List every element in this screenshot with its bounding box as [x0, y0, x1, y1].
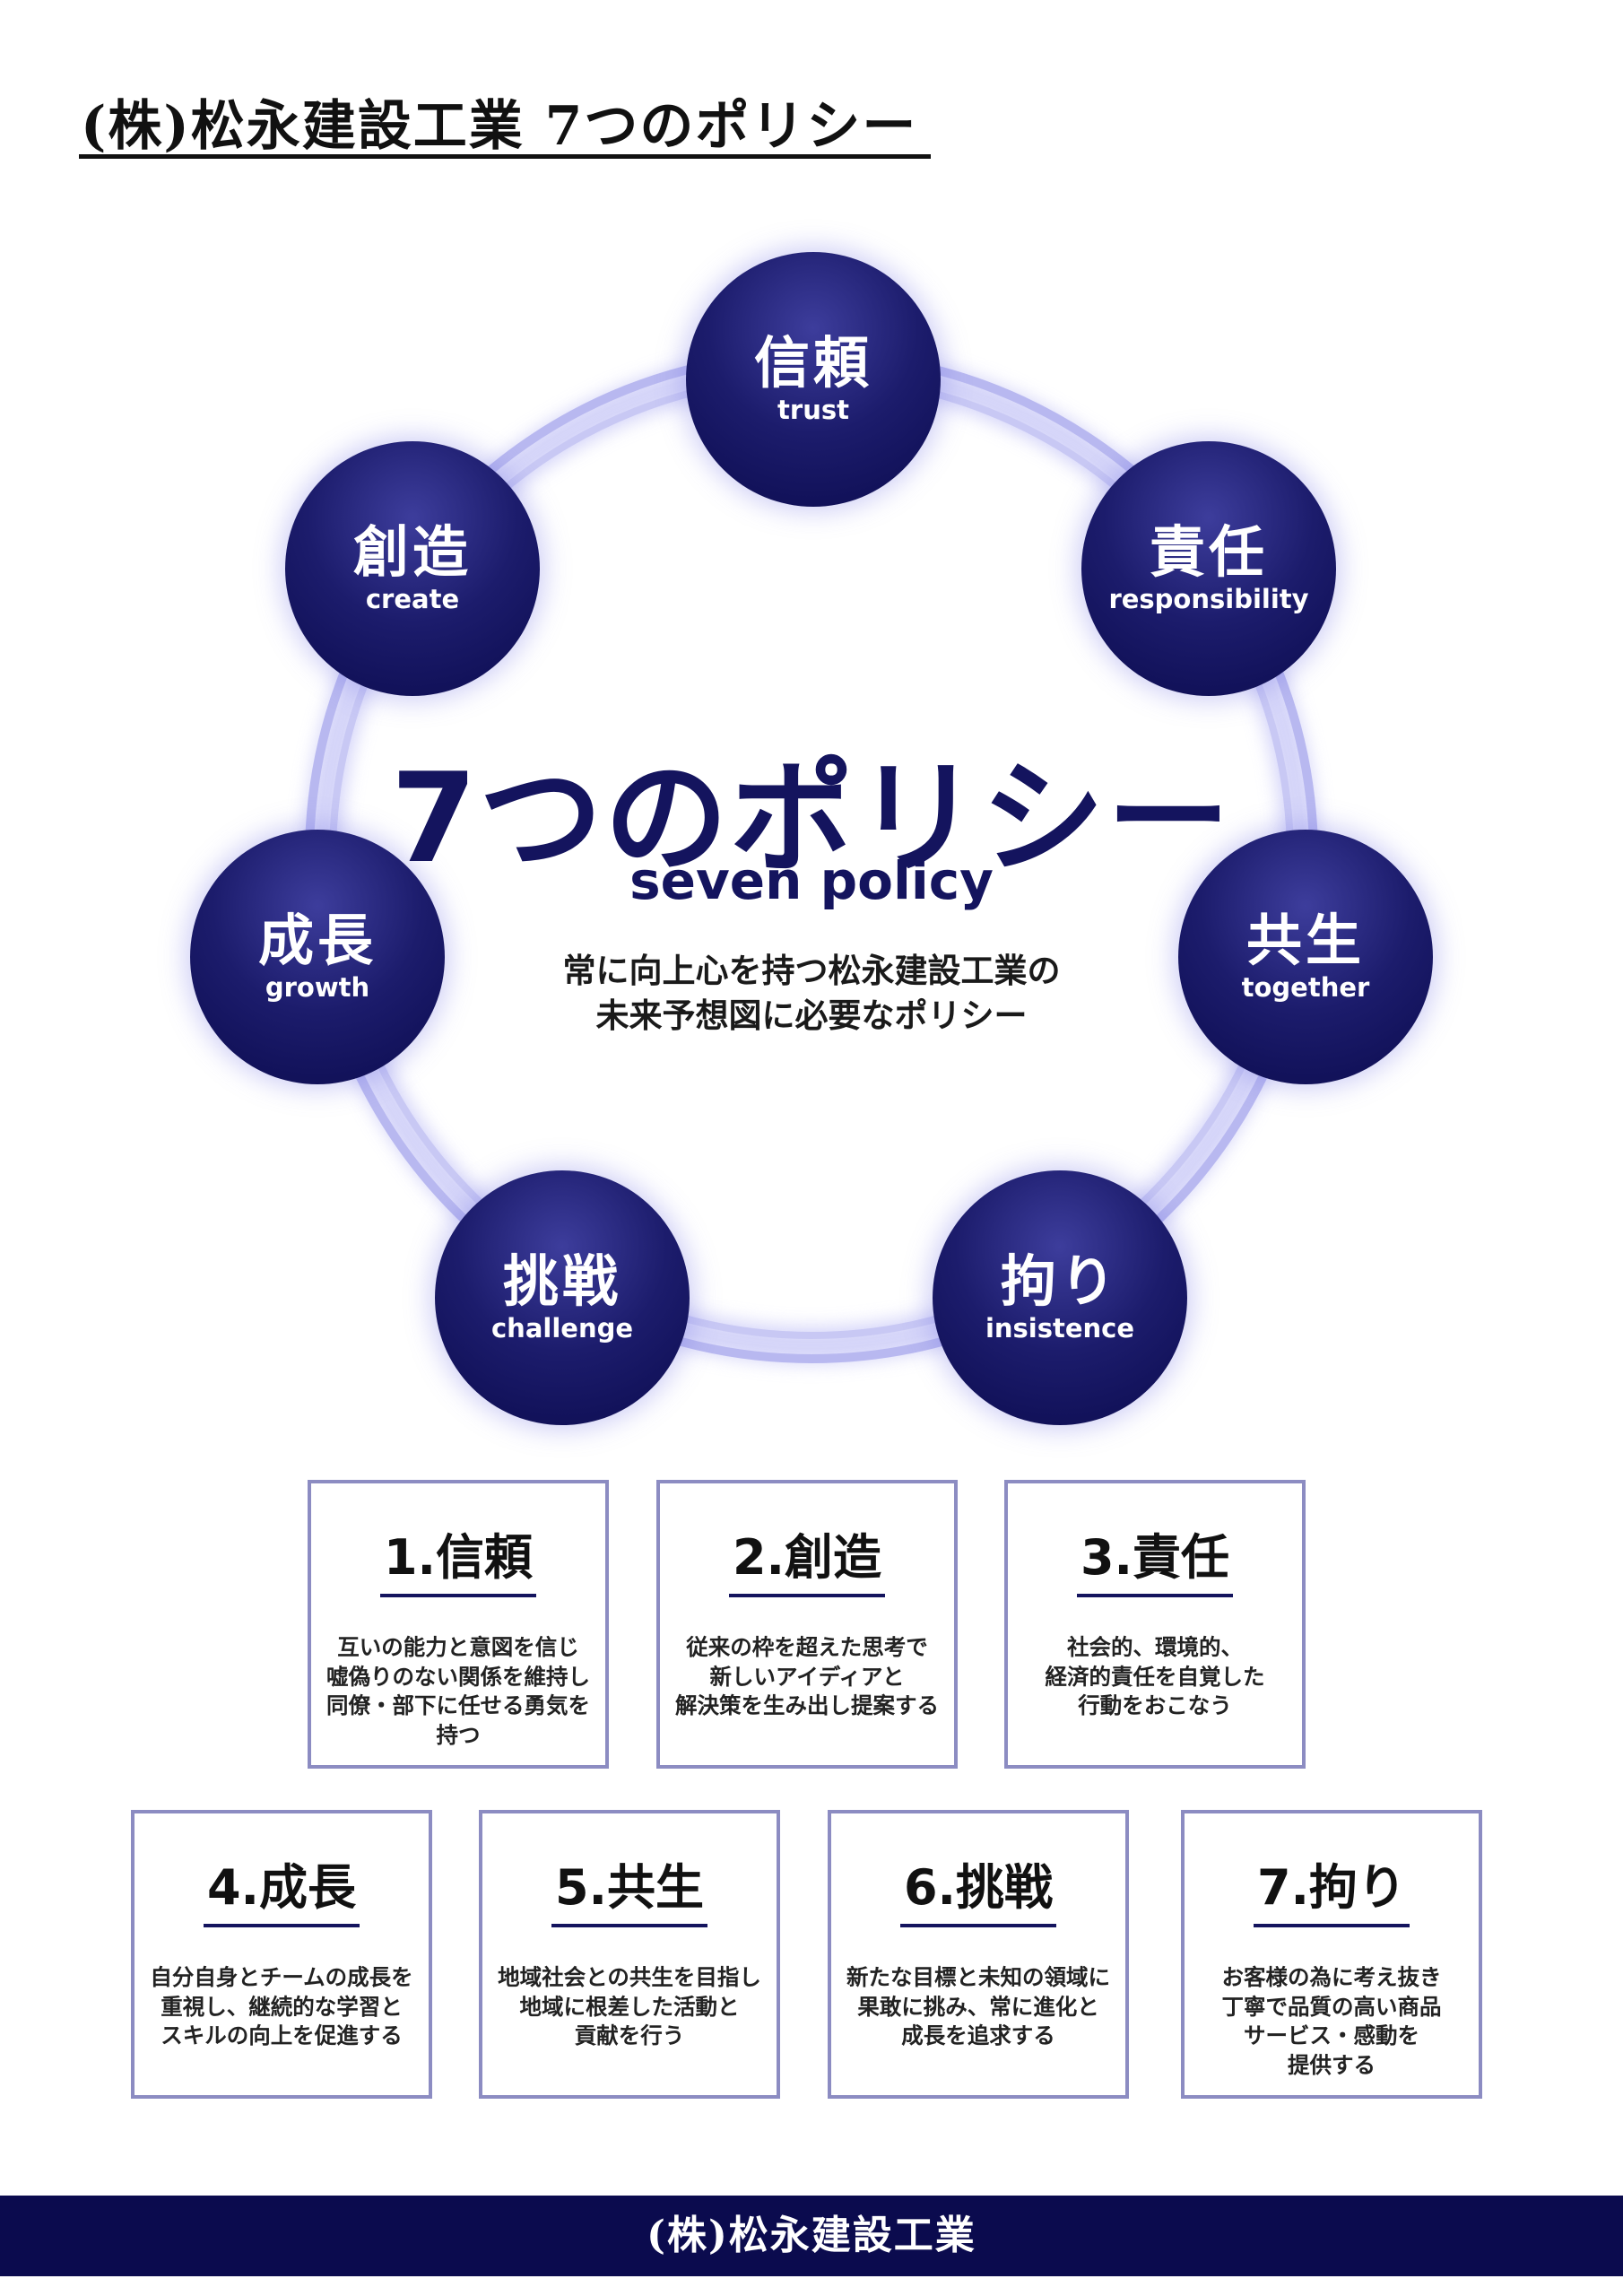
node-en: growth	[265, 971, 370, 1003]
card-line: 新しいアイディアと	[709, 1663, 905, 1690]
card-line: 経済的責任を自覚した	[1045, 1663, 1265, 1690]
card-line: 嘘偽りのない関係を維持し	[326, 1663, 590, 1690]
card-line: 解決策を生み出し提案する	[675, 1692, 939, 1719]
card-line: お客様の為に考え抜き	[1221, 1964, 1442, 1990]
diagram-subtitle: seven policy	[629, 850, 994, 911]
policy-card-challenge: 6.挑戦 新たな目標と未知の領域に 果敢に挑み、常に進化と 成長を追求する	[828, 1810, 1129, 2099]
node-trust: 信頼 trust	[686, 252, 941, 507]
card-line: 成長を追求する	[901, 2022, 1055, 2049]
card-line: サービス・感動を	[1244, 2022, 1419, 2049]
card-line: 行動をおこなう	[1078, 1692, 1232, 1719]
card-title: 4.成長	[203, 1848, 360, 1927]
diagram-title: 7つのポリシー	[390, 746, 1233, 891]
node-insistence: 拘り insistence	[933, 1170, 1187, 1425]
card-line: 果敢に挑み、常に進化と	[857, 1993, 1099, 2020]
node-jp: 責任	[1149, 519, 1268, 586]
card-title: 7.拘り	[1253, 1848, 1410, 1927]
card-body: 従来の枠を超えた思考で 新しいアイディアと 解決策を生み出し提案する	[664, 1633, 950, 1721]
card-body: 互いの能力と意図を信じ 嘘偽りのない関係を維持し 同僚・部下に任せる勇気を 持つ	[315, 1633, 602, 1750]
node-en: responsibility	[1108, 583, 1309, 614]
card-line: 地域に根差した活動と	[519, 1993, 740, 2020]
description-line: 常に向上心を持つ松永建設工業の	[562, 952, 1061, 990]
card-line: スキルの向上を促進する	[161, 2022, 403, 2049]
card-line: 自分自身とチームの成長を	[150, 1964, 413, 1990]
card-title: 1.信頼	[379, 1518, 537, 1597]
policy-card-trust: 1.信頼 互いの能力と意図を信じ 嘘偽りのない関係を維持し 同僚・部下に任せる勇…	[308, 1480, 609, 1769]
description-line: 未来予想図に必要なポリシー	[595, 996, 1028, 1035]
node-en: together	[1241, 971, 1370, 1003]
card-line: 従来の枠を超えた思考で	[686, 1634, 928, 1660]
node-growth: 成長 growth	[190, 830, 445, 1084]
policy-card-insistence: 7.拘り お客様の為に考え抜き 丁寧で品質の高い商品 サービス・感動を 提供する	[1181, 1810, 1482, 2099]
node-en: create	[365, 583, 460, 614]
card-line: 同僚・部下に任せる勇気を	[326, 1692, 590, 1719]
node-responsibility: 責任 responsibility	[1081, 441, 1336, 696]
card-body: お客様の為に考え抜き 丁寧で品質の高い商品 サービス・感動を 提供する	[1188, 1963, 1475, 2080]
card-body: 地域社会との共生を目指し 地域に根差した活動と 貢献を行う	[486, 1963, 773, 2051]
card-line: 貢献を行う	[574, 2022, 685, 2049]
card-line: 丁寧で品質の高い商品	[1221, 1993, 1442, 2020]
card-title: 3.責任	[1076, 1518, 1234, 1597]
page-title: (株)松永建設工業 7つのポリシー	[81, 95, 918, 158]
card-line: 提供する	[1288, 2051, 1376, 2078]
policy-card-responsibility: 3.責任 社会的、環境的、 経済的責任を自覚した 行動をおこなう	[1004, 1480, 1306, 1769]
node-together: 共生 together	[1178, 830, 1433, 1084]
card-line: 新たな目標と未知の領域に	[846, 1964, 1110, 1990]
policy-card-growth: 4.成長 自分自身とチームの成長を 重視し、継続的な学習と スキルの向上を促進す…	[131, 1810, 432, 2099]
node-jp: 成長	[257, 908, 377, 974]
node-create: 創造 create	[285, 441, 540, 696]
node-jp: 拘り	[1000, 1248, 1119, 1315]
node-jp: 共生	[1245, 908, 1365, 974]
node-jp: 信頼	[753, 330, 872, 396]
card-title: 5.共生	[551, 1848, 708, 1927]
card-line: 互いの能力と意図を信じ	[337, 1634, 579, 1660]
card-line: 重視し、継続的な学習と	[161, 1993, 403, 2020]
card-body: 新たな目標と未知の領域に 果敢に挑み、常に進化と 成長を追求する	[835, 1963, 1122, 2051]
card-body: 自分自身とチームの成長を 重視し、継続的な学習と スキルの向上を促進する	[138, 1963, 425, 2051]
node-en: challenge	[490, 1312, 634, 1344]
footer-company: (株)松永建設工業	[647, 2213, 976, 2258]
policy-card-create: 2.創造 従来の枠を超えた思考で 新しいアイディアと 解決策を生み出し提案する	[656, 1480, 958, 1769]
title-underline	[79, 154, 931, 159]
node-en: trust	[777, 394, 849, 425]
node-jp: 創造	[352, 519, 472, 586]
node-en: insistence	[985, 1312, 1135, 1344]
diagram-description: 常に向上心を持つ松永建設工業の 未来予想図に必要なポリシー	[502, 949, 1121, 1039]
node-jp: 挑戦	[502, 1248, 621, 1315]
footer-bar: (株)松永建設工業	[0, 2196, 1623, 2276]
card-title: 2.創造	[728, 1518, 886, 1597]
card-title: 6.挑戦	[899, 1848, 1057, 1927]
card-line: 持つ	[436, 1721, 481, 1748]
policy-card-together: 5.共生 地域社会との共生を目指し 地域に根差した活動と 貢献を行う	[479, 1810, 780, 2099]
card-body: 社会的、環境的、 経済的責任を自覚した 行動をおこなう	[1011, 1633, 1298, 1721]
node-challenge: 挑戦 challenge	[435, 1170, 690, 1425]
card-line: 社会的、環境的、	[1067, 1634, 1243, 1660]
card-line: 地域社会との共生を目指し	[498, 1964, 761, 1990]
